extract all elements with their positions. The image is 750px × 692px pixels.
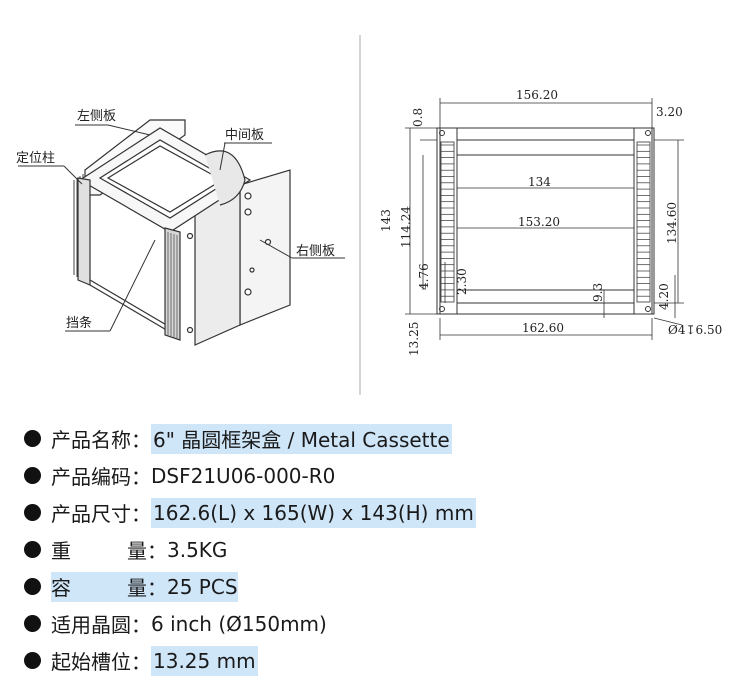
dim-mid-width: 153.20	[518, 215, 560, 229]
bullet-icon	[24, 467, 41, 484]
spec-item-start-slot: 起始槽位：13.25 mm	[24, 642, 724, 679]
bullet-icon	[24, 615, 41, 632]
spec-value: 25 PCS	[167, 574, 238, 599]
spec-item-capacity: 容量：25 PCS	[24, 568, 724, 605]
slot-teeth-right	[636, 141, 651, 303]
dimension-lines	[405, 98, 684, 340]
spec-key: 产品编码	[51, 465, 131, 489]
bullet-icon	[24, 578, 41, 595]
dim-inner-height: 114.24	[399, 206, 413, 248]
label-middle-plate: 中间板	[225, 128, 264, 143]
dim-top-right: 3.20	[656, 105, 683, 119]
front-view	[436, 127, 655, 315]
dim-inner-width: 134	[528, 175, 551, 189]
technical-drawing: 左侧板 中间板 定位柱 右侧板 挡条	[16, 35, 722, 395]
dim-right-height: 134.60	[665, 202, 679, 244]
spec-value-highlight: 13.25 mm	[151, 645, 258, 676]
label-retaining-bar: 挡条	[66, 315, 92, 331]
spec-value-highlight: 162.6(L) x 165(W) x 143(H) mm	[151, 497, 476, 528]
spec-value: DSF21U06-000-R0	[151, 463, 336, 488]
spec-key: 起始槽位	[51, 650, 131, 674]
spec-item-weight: 重量：3.5KG	[24, 531, 724, 568]
spec-key: 产品尺寸	[51, 502, 131, 526]
spec-key-highlight: 容量：25 PCS	[51, 571, 238, 602]
dim-bottom-small: 9.3	[591, 283, 605, 302]
dim-top-width: 156.20	[516, 88, 558, 102]
spec-value: 6" 晶圆框架盒 / Metal Cassette	[153, 428, 450, 452]
dim-hole-callout: Ø4↧6.50	[668, 323, 722, 337]
dim-first-slot: 13.25	[407, 322, 421, 356]
slot-teeth-left	[440, 141, 455, 303]
spec-value: 13.25 mm	[153, 648, 256, 673]
perspective-view	[73, 119, 291, 346]
spec-key: 容量	[51, 576, 147, 600]
spec-item-wafer-size: 适用晶圆：6 inch (Ø150mm)	[24, 605, 724, 642]
spec-item-product-code: 产品编码：DSF21U06-000-R0	[24, 457, 724, 494]
dim-overall-height: 143	[379, 209, 393, 232]
bullet-icon	[24, 504, 41, 521]
spec-value: 3.5KG	[167, 537, 228, 562]
dim-right-small: 4.20	[657, 283, 671, 310]
bullet-icon	[24, 430, 41, 447]
label-left-side-panel: 左侧板	[77, 109, 116, 124]
bullet-icon	[24, 652, 41, 669]
label-right-side-panel: 右侧板	[296, 244, 335, 259]
spec-item-product-name: 产品名称：6" 晶圆框架盒 / Metal Cassette	[24, 420, 724, 457]
spec-value: 6 inch (Ø150mm)	[151, 611, 327, 636]
dim-top-offset: 0.8	[411, 108, 425, 127]
dim-left-small: 4.76	[417, 263, 431, 290]
spec-key: 产品名称	[51, 428, 131, 452]
spec-key: 适用晶圆	[51, 613, 131, 637]
dim-left-small-2: 2.30	[455, 268, 469, 295]
spec-key: 重量	[51, 539, 147, 563]
bullet-icon	[24, 541, 41, 558]
spec-value-highlight: 6" 晶圆框架盒 / Metal Cassette	[151, 423, 452, 454]
label-locating-post: 定位柱	[16, 151, 55, 166]
spec-list: 产品名称：6" 晶圆框架盒 / Metal Cassette 产品编码：DSF2…	[24, 420, 724, 679]
spec-item-product-size: 产品尺寸：162.6(L) x 165(W) x 143(H) mm	[24, 494, 724, 531]
spec-value: 162.6(L) x 165(W) x 143(H) mm	[153, 500, 474, 525]
dim-bottom-width: 162.60	[522, 321, 564, 335]
